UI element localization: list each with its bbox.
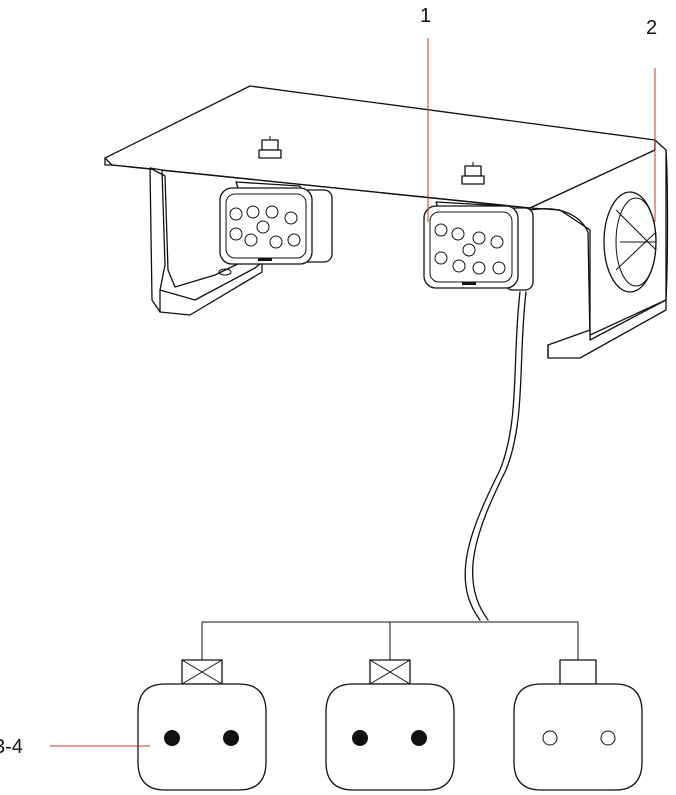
- led-array-left: [229, 205, 301, 249]
- callout-label-2: 2: [646, 17, 657, 39]
- round-vent: [603, 191, 657, 293]
- connector-left: [137, 659, 267, 791]
- connector-right: [513, 659, 643, 791]
- callout-label-1: 1: [420, 5, 431, 27]
- wiring-harness: [201, 621, 579, 660]
- mounting-nut-right: [461, 162, 485, 185]
- work-light-left: [219, 181, 333, 265]
- connector-middle: [325, 659, 455, 791]
- led-array-right: [434, 223, 506, 275]
- callout-label-3-4: 3-4: [0, 736, 23, 758]
- work-light-right: [423, 201, 534, 291]
- mounting-nut-left: [258, 136, 282, 159]
- cable: [464, 291, 527, 621]
